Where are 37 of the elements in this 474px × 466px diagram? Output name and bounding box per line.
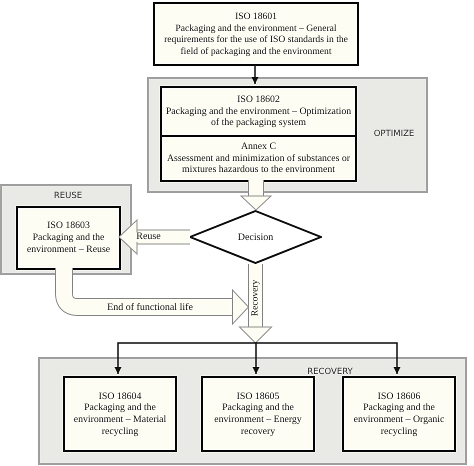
block-arrow xyxy=(240,180,272,211)
standard-title: Packaging and the environment – General requirements for the use of ISO standards in the field of packaging and the environment xyxy=(163,22,349,57)
edge-label: Reuse xyxy=(135,232,162,242)
standard-box xyxy=(201,376,315,452)
block-arrow xyxy=(55,268,250,326)
standard-box xyxy=(153,2,359,66)
standard-title: Packaging and the environment – Material recycling xyxy=(72,402,168,438)
group-panel xyxy=(147,77,428,193)
connector-arrow xyxy=(252,342,260,374)
standard-number: ISO 18606 xyxy=(378,390,420,402)
standard-box xyxy=(160,135,357,182)
standard-title: Packaging and the environment – Reuse xyxy=(26,232,112,256)
standard-title: Packaging and the environment – Optimization of the packaging system xyxy=(165,106,352,130)
standard-box xyxy=(342,376,456,452)
standard-box xyxy=(160,86,357,137)
standard-number: ISO 18603 xyxy=(47,220,90,232)
standard-number: ISO 18605 xyxy=(236,390,280,402)
panel-title: REUSE xyxy=(52,191,84,201)
block-arrow xyxy=(238,264,273,344)
annex-heading: Annex C xyxy=(240,140,276,153)
standard-number: ISO 18604 xyxy=(98,390,142,402)
decision-label: Decision xyxy=(238,232,274,242)
group-panel xyxy=(38,357,467,465)
standard-title: Packaging and the environment – Organic recycling xyxy=(352,402,446,438)
connector-arrow xyxy=(252,66,258,84)
standard-box xyxy=(63,376,177,452)
connector-arrow xyxy=(114,342,256,374)
standard-number: ISO 18602 xyxy=(237,94,280,106)
standard-number: ISO 18601 xyxy=(235,11,277,22)
connector-arrow xyxy=(256,342,400,374)
annex-description: Assessment and minimization of substances or mixtures hazardous to the environment xyxy=(166,152,352,176)
standard-title: Packaging and the environment – Energy recovery xyxy=(213,402,303,438)
panel-title: RECOVERY xyxy=(306,367,354,377)
panel-title: OPTIMIZE xyxy=(372,129,416,139)
block-arrow xyxy=(118,218,190,256)
edge-label: End of functional life xyxy=(106,302,194,312)
group-panel xyxy=(0,184,132,275)
